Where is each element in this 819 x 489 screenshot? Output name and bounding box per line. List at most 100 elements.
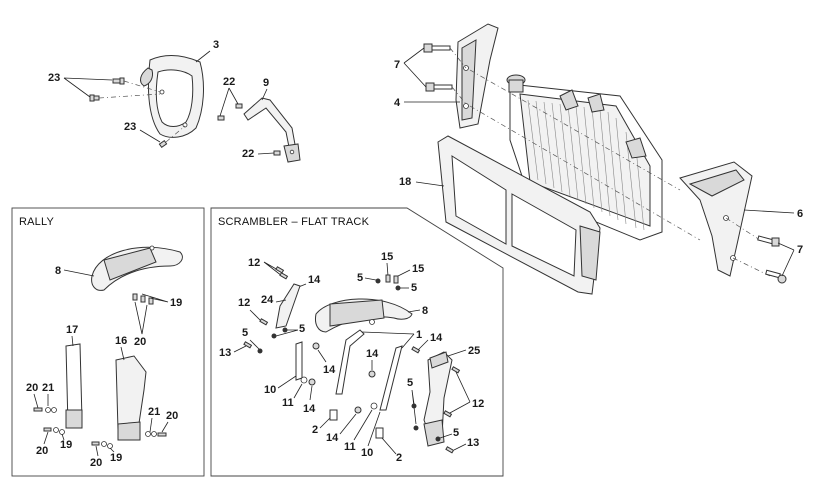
callout-20-rally-top: 20: [134, 336, 146, 348]
bolt-7-b: [425, 82, 453, 92]
callout-6: 6: [797, 208, 803, 220]
callout-16: 16: [115, 335, 127, 347]
callout-5-scr-top-right: 5: [411, 282, 417, 294]
screw-12-scr-c: [259, 318, 269, 326]
front-mudguard-rally: [91, 245, 183, 291]
screw-22-a: [235, 103, 243, 109]
bolt-7-d: [765, 269, 787, 284]
screw-23-c: [158, 139, 168, 149]
callout-11-scr-bottom: 11: [344, 441, 356, 453]
radiator-side-cover-left: [455, 23, 499, 129]
callout-10-scr-bottom: 10: [361, 447, 373, 459]
screw-23-b: [89, 94, 100, 102]
callout-20-rally-br: 20: [90, 457, 102, 469]
callout-5-scr-left: 5: [242, 327, 248, 339]
screw-12-scr-b: [279, 272, 289, 280]
callout-12-scr-left: 12: [238, 297, 250, 309]
callout-10-scr-left: 10: [264, 384, 276, 396]
washer-21-rally-b: [51, 407, 57, 413]
washer-11-scr-a: [300, 376, 308, 384]
bracket-24-part: [275, 283, 301, 329]
headlight-grille-part: [140, 55, 204, 138]
callout-2-scr-left: 2: [312, 424, 318, 436]
nut-14-scr-d: [368, 370, 376, 378]
callout-3: 3: [213, 39, 219, 51]
callout-12-scr-right: 12: [472, 398, 484, 410]
screw-20-rally-a: [33, 407, 43, 412]
callout-20-rally-right: 20: [166, 410, 178, 422]
callout-5-scr-right: 5: [407, 377, 413, 389]
callout-8-rally: 8: [55, 265, 61, 277]
callout-17: 17: [66, 324, 78, 336]
callout-8-scr: 8: [422, 305, 428, 317]
callout-14-scr-mid: 14: [323, 364, 336, 376]
screw-group-rally-bottom-right: [91, 441, 113, 449]
callout-18: 18: [399, 176, 411, 188]
washer-21-rally-a: [45, 407, 51, 413]
callout-20-rally-bl: 20: [36, 445, 48, 457]
rally-panel-frame: [11, 207, 205, 477]
screw-23-a: [112, 77, 125, 85]
rally-panel-title: RALLY: [19, 216, 54, 228]
callout-25: 25: [468, 345, 480, 357]
screw-13-scr-a: [243, 341, 253, 349]
axis-line: [98, 93, 161, 99]
scrambler-panel-frame: [210, 207, 504, 477]
callout-22-top: 22: [223, 76, 235, 88]
callout-20-rally-mid: 20: [26, 382, 38, 394]
callout-1: 1: [416, 329, 422, 341]
scrambler-panel-title: SCRAMBLER – FLAT TRACK: [218, 216, 370, 228]
fork-guard-left-17: [65, 343, 83, 429]
radiator-side-cover-right: [679, 161, 753, 277]
screw-22-b: [217, 115, 225, 121]
callout-2-scr-right: 2: [396, 452, 402, 464]
screw-20-rally-b: [157, 432, 167, 437]
callout-4: 4: [394, 97, 401, 109]
screw-group-rally-bottom-left: [43, 427, 65, 435]
callout-19-rally-bl: 19: [60, 439, 72, 451]
callout-14-scr-top: 14: [308, 274, 321, 286]
strut-10-left: [295, 341, 303, 381]
callout-22-bottom: 22: [242, 148, 254, 160]
callout-24: 24: [261, 294, 274, 306]
callout-19-rally-br: 19: [110, 452, 122, 464]
callout-21-rally-right: 21: [148, 406, 160, 418]
callout-5-scr-mid: 5: [299, 323, 305, 335]
callout-12-scr-tl: 12: [248, 257, 260, 269]
bolt-7-a: [423, 43, 451, 53]
screw-12-scr-a: [275, 266, 285, 274]
callout-14-scr-bottom: 14: [326, 432, 339, 444]
callout-21-rally-left: 21: [42, 382, 54, 394]
callout-23-top: 23: [48, 72, 60, 84]
front-mudguard-scrambler: [315, 298, 413, 333]
screw-22-c: [273, 150, 281, 156]
screw-group-rally: [132, 293, 154, 305]
radiator-guard-part: [437, 135, 601, 295]
washer-11-scr-b: [370, 402, 378, 410]
grommet-5-scr-a: [257, 348, 263, 354]
screw-14-scr-e: [411, 346, 421, 354]
strut-1-part: [335, 329, 403, 411]
callout-13-scr-left: 13: [219, 347, 231, 359]
fork-guard-right-16: [115, 355, 147, 441]
callout-15-scr-a: 15: [381, 251, 393, 263]
callout-5-scr-top: 5: [357, 272, 363, 284]
callout-13-scr-bottom-right: 13: [467, 437, 479, 449]
callout-14-scr-low: 14: [303, 403, 316, 415]
callout-7-bottom: 7: [797, 244, 803, 256]
nut-14-scr-b: [312, 342, 320, 350]
axis-line: [165, 125, 186, 143]
callout-5-scr-bottom-right: 5: [453, 427, 459, 439]
callout-11-scr-left: 11: [282, 397, 294, 409]
clip-2-scr-b: [375, 427, 384, 439]
clip-2-scr-a: [329, 409, 338, 421]
nut-14-scr-f: [354, 406, 362, 414]
callout-14-scr-right: 14: [430, 332, 443, 344]
callout-7-top: 7: [394, 59, 400, 71]
nut-14-scr-c: [308, 378, 316, 386]
callout-23-bottom: 23: [124, 121, 136, 133]
washer-21-rally-d: [151, 431, 157, 437]
washer-21-rally-c: [145, 431, 151, 437]
bolt-7-c: [757, 235, 780, 247]
